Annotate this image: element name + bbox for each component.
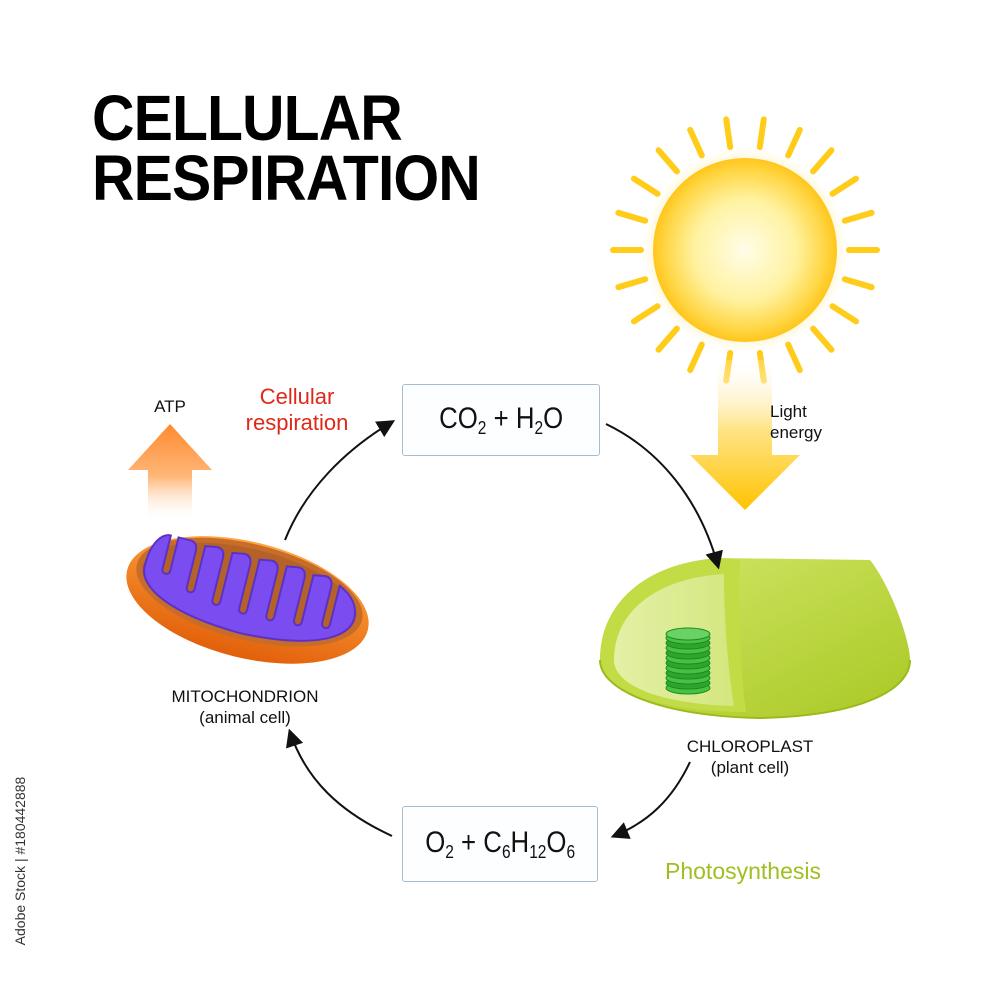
mitochondrion-icon bbox=[126, 534, 369, 664]
sun-ray bbox=[756, 116, 767, 151]
formula-o2: O bbox=[425, 825, 446, 859]
light-energy-label: Light energy bbox=[770, 401, 850, 443]
stock-credit: Adobe Stock | #180442888 bbox=[8, 758, 32, 964]
mitochondrion-sub: (animal cell) bbox=[199, 708, 291, 727]
light-energy-line-1: Light bbox=[770, 402, 807, 421]
atp-label: ATP bbox=[154, 397, 186, 416]
sun-ray bbox=[615, 276, 649, 291]
sun-ray bbox=[630, 303, 661, 325]
photosynthesis-label: Photosynthesis bbox=[665, 858, 821, 884]
chloroplast-icon bbox=[599, 558, 911, 720]
thylakoid-top bbox=[665, 627, 711, 641]
light-arrow-icon bbox=[690, 360, 800, 510]
sun-ray bbox=[630, 175, 661, 197]
mitochondrion-label: MITOCHONDRION (animal cell) bbox=[130, 686, 360, 728]
chloroplast-name: CHLOROPLAST bbox=[686, 737, 814, 756]
title-line-1: CELLULAR bbox=[92, 82, 403, 154]
chloroplast-sub: (plant cell) bbox=[710, 758, 790, 777]
formula-h-glucose: H bbox=[510, 825, 530, 859]
arrow-chloroplast-to-o2 bbox=[610, 761, 691, 839]
formula-h: H bbox=[515, 401, 535, 435]
cellular-respiration-label: Cellular respiration bbox=[232, 384, 362, 436]
formula-co2: CO bbox=[438, 401, 478, 435]
granum-icon bbox=[665, 627, 711, 695]
sun-ray bbox=[841, 276, 875, 291]
sun-ray bbox=[723, 116, 734, 151]
sun-ray bbox=[829, 175, 860, 197]
formula-h-sub: 2 bbox=[534, 417, 543, 438]
formula-o: O bbox=[542, 401, 564, 435]
formula-o2-sub: 2 bbox=[445, 841, 454, 862]
chloroplast-label: CHLOROPLAST (plant cell) bbox=[640, 736, 860, 778]
formula-o-glucose: O bbox=[546, 825, 567, 859]
cellular-respiration-line-1: Cellular bbox=[259, 384, 335, 409]
sun-ray bbox=[687, 341, 705, 374]
formula-plus-2: + bbox=[453, 825, 484, 859]
arrow-co2-to-chloroplast bbox=[605, 423, 723, 570]
formula-box-o2-glucose: O2 + C6H12O6 bbox=[402, 806, 598, 882]
sun-ray bbox=[810, 325, 835, 353]
sun-icon bbox=[610, 116, 880, 384]
sun-ray bbox=[810, 147, 835, 175]
sun-ray bbox=[655, 325, 680, 353]
sun-body bbox=[653, 158, 837, 342]
formula-plus: + bbox=[486, 401, 516, 435]
sun-ray bbox=[841, 209, 875, 224]
sun-ray bbox=[829, 303, 860, 325]
formula-c-sub: 6 bbox=[501, 841, 511, 862]
arrow-mito-to-co2 bbox=[284, 420, 396, 541]
title-line-2: RESPIRATION bbox=[92, 142, 481, 214]
mitochondrion-name: MITOCHONDRION bbox=[171, 687, 319, 706]
sun-ray bbox=[615, 209, 649, 224]
arrow-o2-to-mito bbox=[286, 728, 393, 837]
formula-c: C bbox=[483, 825, 502, 859]
light-energy-line-2: energy bbox=[770, 423, 822, 442]
atp-arrow-icon bbox=[128, 424, 212, 520]
sun-ray bbox=[655, 147, 680, 175]
sun-ray bbox=[687, 126, 705, 159]
stock-credit-text: Adobe Stock | #180442888 bbox=[12, 776, 28, 946]
formula-o-glucose-sub: 6 bbox=[566, 841, 575, 862]
formula-co2-sub: 2 bbox=[477, 417, 487, 438]
sun-ray bbox=[785, 341, 803, 374]
formula-box-co2-h2o: CO2 + H2O bbox=[402, 384, 600, 456]
formula-h-glucose-sub: 12 bbox=[529, 841, 547, 862]
sun-ray bbox=[785, 126, 803, 159]
cellular-respiration-line-2: respiration bbox=[245, 410, 349, 435]
